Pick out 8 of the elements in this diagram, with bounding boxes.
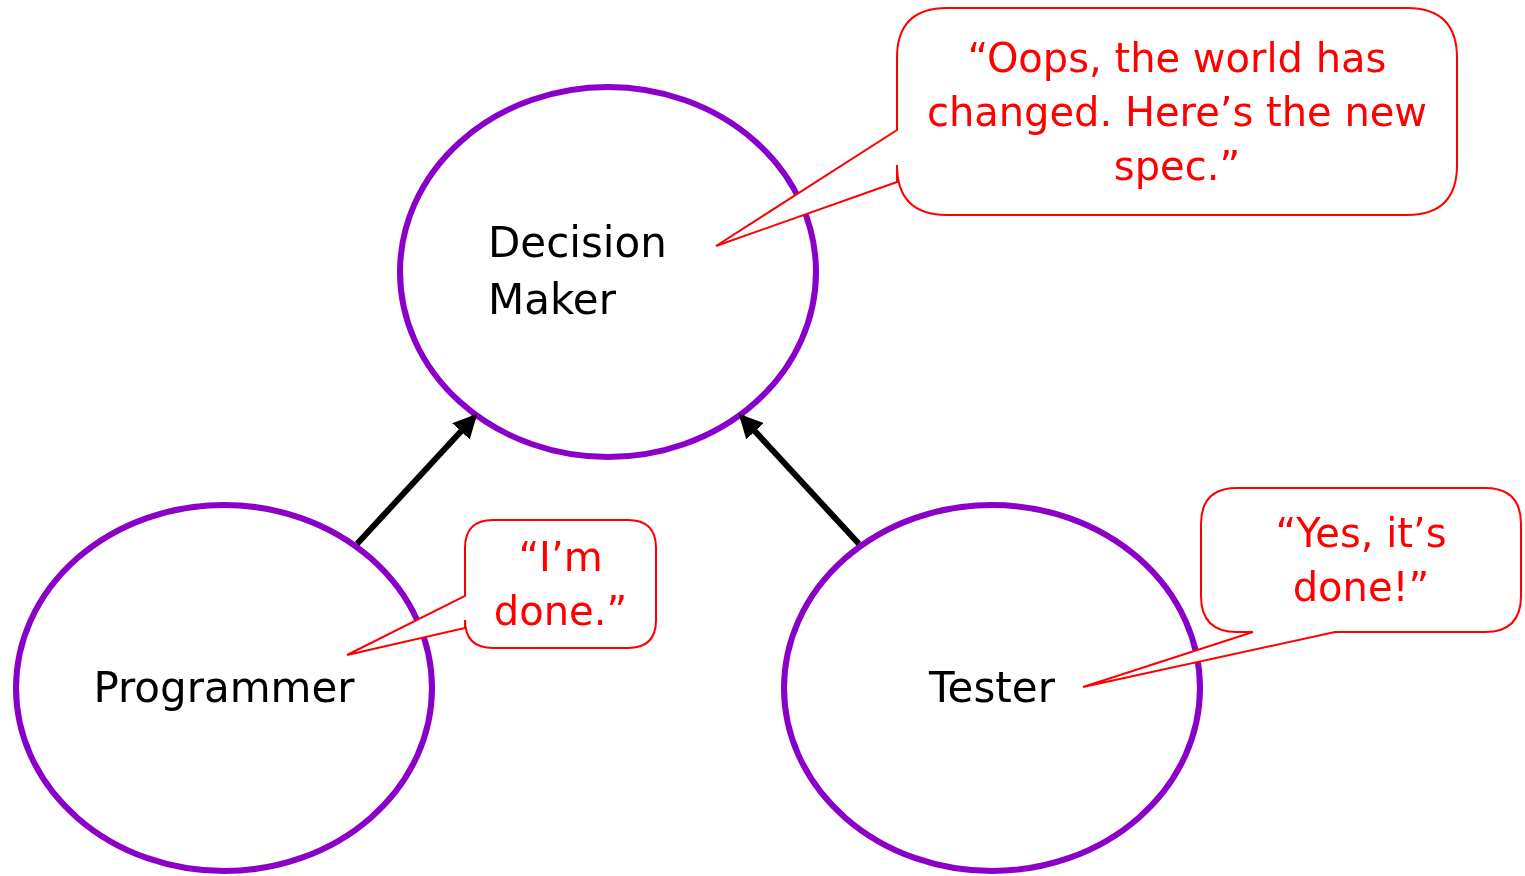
speech-text: “Oops, the world has changed. Here’s the new spec.” xyxy=(925,33,1429,191)
actor-label: Tester xyxy=(929,661,1055,714)
actor-label: Programmer xyxy=(93,661,355,714)
speech-text: “I’m done.” xyxy=(492,533,629,636)
actor-label: Decision Maker xyxy=(488,217,668,326)
arrow xyxy=(354,413,478,546)
arrow xyxy=(738,413,862,546)
speech-text: “Yes, it’s done!” xyxy=(1274,509,1448,612)
